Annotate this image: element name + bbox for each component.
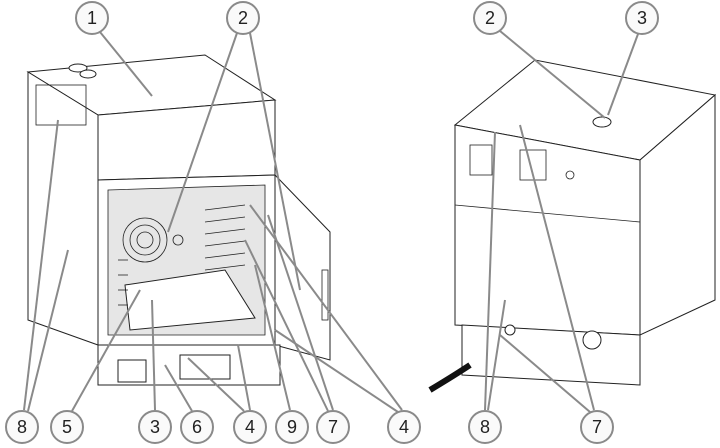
callout-1: 1 — [75, 1, 109, 35]
svg-text:8: 8 — [480, 417, 490, 437]
water-inlet — [504, 324, 516, 336]
svg-text:8: 8 — [17, 417, 27, 437]
rear-vent-right — [519, 149, 547, 181]
door-handle — [321, 269, 329, 321]
rear-vent-left — [469, 144, 493, 176]
callout-7-left: 7 — [316, 410, 350, 444]
svg-text:2: 2 — [238, 8, 248, 28]
rear-connector — [565, 170, 575, 180]
oven-rear-view — [428, 59, 717, 393]
panel-seam — [454, 204, 641, 223]
callout-9: 9 — [275, 410, 309, 444]
power-cable — [428, 362, 472, 393]
svg-text:5: 5 — [62, 417, 72, 437]
sensor-port — [172, 234, 184, 246]
callout-8-left: 8 — [5, 410, 39, 444]
svg-text:3: 3 — [637, 8, 647, 28]
svg-text:9: 9 — [287, 417, 297, 437]
callout-3-right: 3 — [625, 1, 659, 35]
svg-text:3: 3 — [150, 417, 160, 437]
rack-rails — [118, 204, 246, 306]
svg-text:1: 1 — [87, 8, 97, 28]
callout-2-right: 2 — [473, 1, 507, 35]
oven-front-view — [26, 54, 331, 386]
svg-text:7: 7 — [328, 417, 338, 437]
callout-5: 5 — [50, 410, 84, 444]
oven-floor — [124, 269, 256, 331]
callout-8-right: 8 — [468, 410, 502, 444]
callout-3-left: 3 — [138, 410, 172, 444]
svg-text:7: 7 — [592, 417, 602, 437]
callout-2-left: 2 — [226, 1, 260, 35]
fan-guard — [122, 217, 168, 263]
oven-door — [274, 173, 331, 361]
fan-guard-ring — [129, 224, 161, 256]
warning-label — [117, 359, 147, 383]
callout-4-right: 4 — [387, 410, 421, 444]
fan-guard-hub — [136, 231, 154, 249]
callout-4-left: 4 — [233, 410, 267, 444]
svg-text:4: 4 — [245, 417, 255, 437]
callout-7-right: 7 — [580, 410, 614, 444]
side-vent — [35, 84, 87, 126]
callout-6: 6 — [180, 410, 214, 444]
rear-right-side — [639, 93, 716, 336]
svg-text:2: 2 — [485, 8, 495, 28]
leader-lines — [23, 30, 639, 413]
svg-text:6: 6 — [192, 417, 202, 437]
rear-vent-pipe — [592, 116, 612, 128]
drain-connector — [582, 330, 602, 350]
vent-pipe-2 — [79, 69, 97, 79]
svg-text:4: 4 — [399, 417, 409, 437]
oven-left-side — [27, 71, 99, 346]
vent-pipe — [68, 63, 88, 73]
